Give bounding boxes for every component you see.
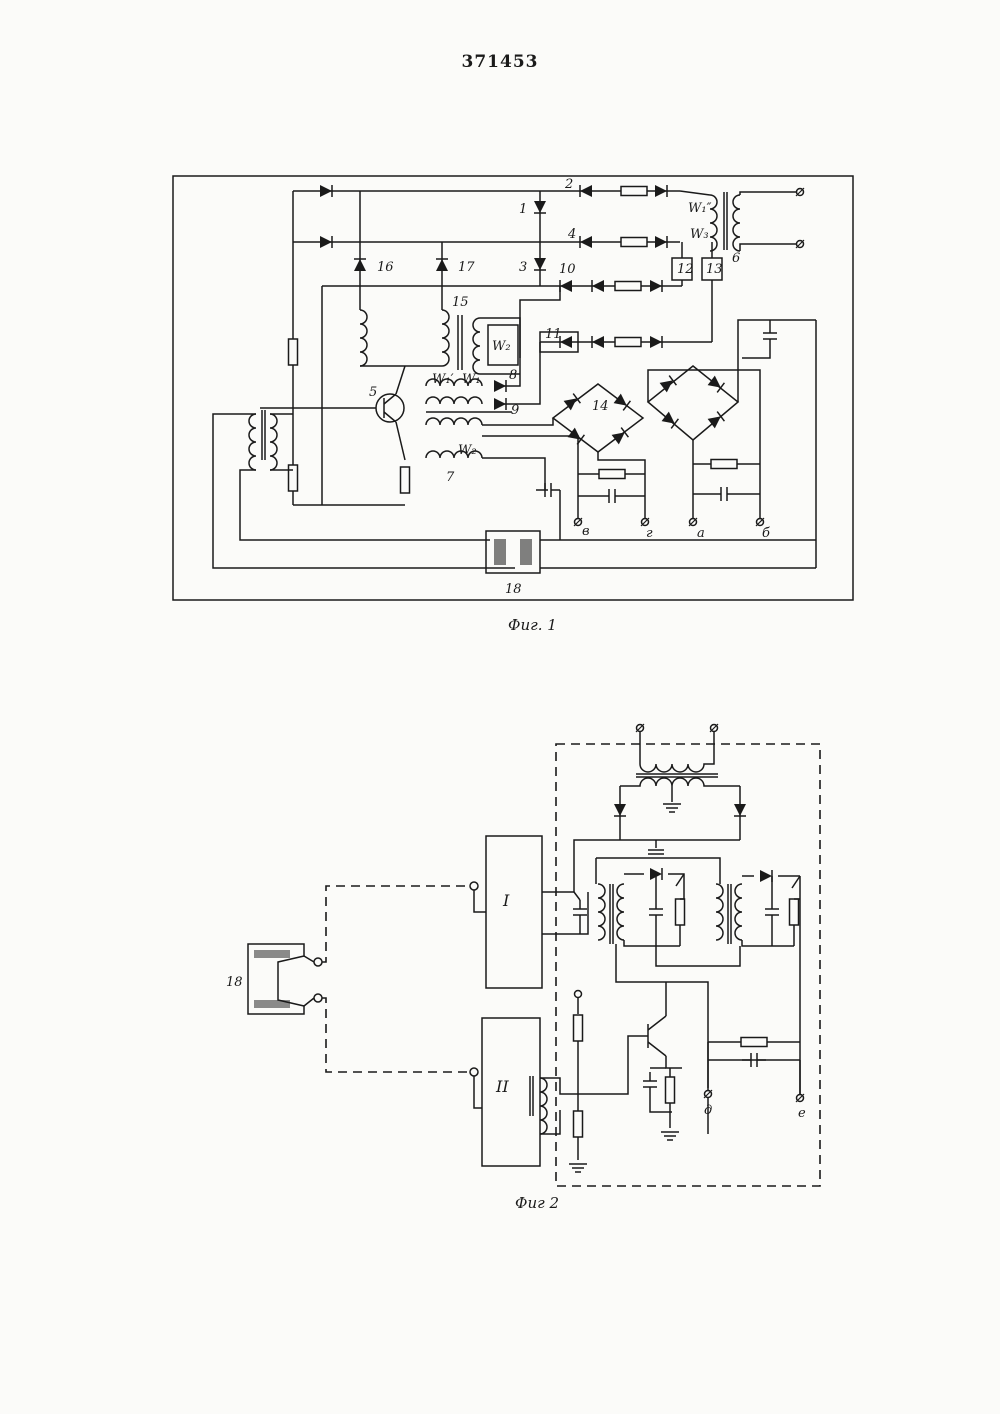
block-I — [486, 836, 542, 988]
fig2-label-I: I — [502, 891, 510, 910]
figure-2-caption: Фиг 2 — [515, 1194, 559, 1212]
fig1-label-18: 18 — [505, 582, 522, 597]
fig1-label-16: 16 — [377, 260, 394, 275]
fig2-label-e: е — [798, 1106, 806, 1121]
fig1-label-15: 15 — [452, 295, 469, 310]
fig1-label-4: 4 — [567, 227, 576, 242]
fig1-label-w2b: W₂ — [458, 443, 477, 458]
figure-1-circuit: 2 1 4 3 10 12 13 W₁″ W₃ 6 16 17 15 W₂ 11… — [173, 176, 853, 600]
fig1-label-9: 9 — [511, 403, 519, 418]
fig1-label-w2a: W₂ — [492, 339, 511, 354]
fig1-label-11: 11 — [545, 327, 562, 342]
fig1-label-17: 17 — [458, 260, 475, 275]
fig1-label-w3: W₃ — [690, 227, 709, 242]
fig2-label-18: 18 — [226, 975, 243, 990]
fig1-label-a: а — [697, 526, 705, 541]
fig1-label-7: 7 — [446, 470, 455, 485]
block-II — [482, 1018, 540, 1166]
fig1-label-g: г — [646, 526, 653, 541]
fig1-label-b: б — [762, 526, 770, 541]
figure-1-frame — [173, 176, 853, 600]
fig1-label-w1p: W₁′ — [432, 372, 454, 387]
fig1-label-8: 8 — [509, 368, 517, 383]
fig1-label-3: 3 — [519, 260, 527, 275]
fig1-label-14: 14 — [592, 399, 609, 414]
fig1-label-5: 5 — [369, 385, 377, 400]
figure-1-caption: Фиг. 1 — [508, 616, 557, 634]
fig1-label-1: 1 — [519, 202, 527, 217]
fig1-label-w1: W₁ — [462, 372, 481, 387]
fig1-label-6: 6 — [732, 251, 740, 266]
fig1-label-v: в — [582, 524, 590, 539]
fig2-label-d: д — [704, 1103, 712, 1118]
fig1-label-10: 10 — [559, 262, 576, 277]
fig1-label-2: 2 — [564, 177, 573, 192]
fig2-label-II: II — [495, 1077, 509, 1096]
figure-2-enclosure — [556, 744, 820, 1186]
fig1-label-13: 13 — [706, 262, 723, 277]
fig1-label-w1pp: W₁″ — [688, 201, 712, 216]
fig1-label-12: 12 — [677, 262, 694, 277]
figure-2-circuit: I II 18 д е — [226, 724, 820, 1186]
